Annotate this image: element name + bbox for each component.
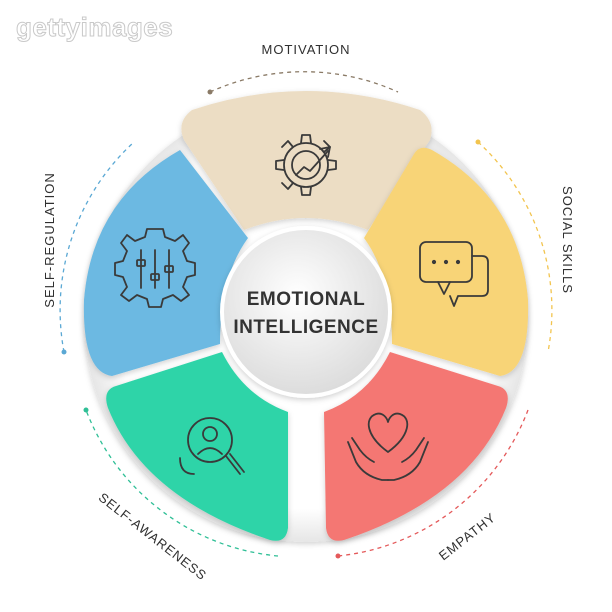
watermark-text: gettyimages: [16, 12, 173, 42]
center-title-line1: EMOTIONAL: [247, 289, 366, 310]
segment-self-regulation[interactable]: [83, 150, 248, 376]
label-social-skills: SOCIAL SKILLS: [560, 186, 575, 294]
chat-bubbles-icon: [419, 241, 489, 307]
center-circle: [220, 226, 392, 398]
segment-empathy[interactable]: [324, 352, 508, 541]
center-title-line2: INTELLIGENCE: [233, 317, 378, 338]
label-self-regulation: SELF-REGULATION: [42, 172, 57, 307]
segment-motivation[interactable]: [181, 91, 432, 230]
label-empathy: EMPATHY: [436, 510, 499, 564]
dashed-outer-arcs: [59, 71, 553, 559]
magnifier-person-icon: [179, 417, 245, 475]
gear-arrow-icon: [275, 134, 337, 196]
label-motivation: MOTIVATION: [262, 42, 351, 57]
segment-self-awareness[interactable]: [106, 352, 288, 541]
gear-sliders-icon: [114, 228, 196, 308]
heart-hands-icon: [347, 412, 429, 481]
